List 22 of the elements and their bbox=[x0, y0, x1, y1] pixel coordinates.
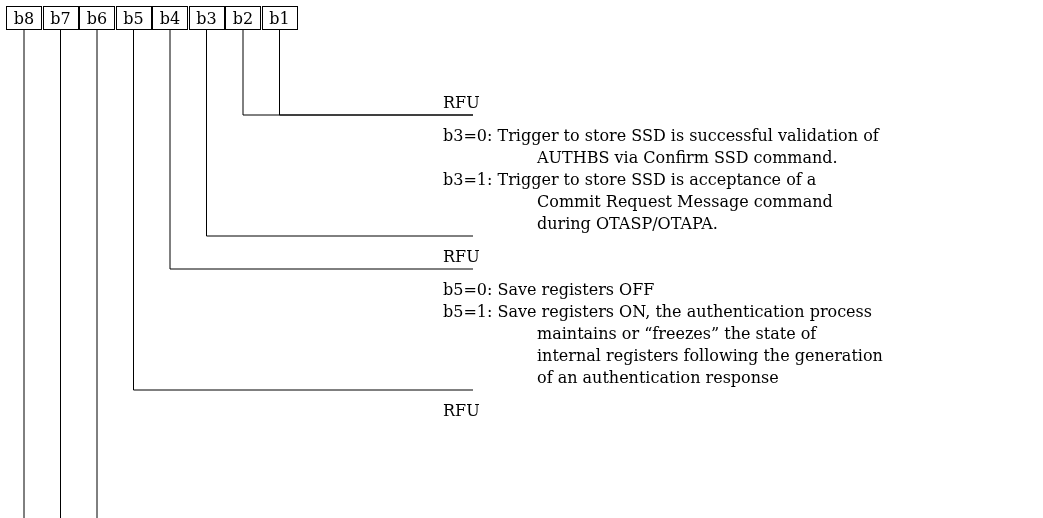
bit-cell: b2 bbox=[225, 6, 261, 30]
bit-description: RFU bbox=[443, 92, 883, 114]
leader-line bbox=[279, 29, 474, 116]
bit-cell: b3 bbox=[188, 6, 225, 30]
leader-line bbox=[169, 29, 474, 270]
bit-cell: b4 bbox=[152, 6, 188, 30]
leader-line bbox=[96, 29, 98, 518]
leader-line bbox=[206, 29, 474, 237]
bit-cell: b5 bbox=[115, 6, 152, 30]
bit-description: b3=0: Trigger to store SSD is successful validation of AUTHBS via Confirm SSD command. bbox=[443, 125, 881, 169]
bit-description: b3=1: Trigger to store SSD is acceptance of a Commit Request Message command during OTASP/OTAPA. bbox=[443, 169, 834, 235]
bit-description: RFU bbox=[443, 246, 883, 268]
bit-cell: b8 bbox=[6, 6, 42, 30]
bit-cell: b1 bbox=[261, 6, 298, 30]
bit-description: b5=1: Save registers ON, the authentication process maintains or “freezes” the state of internal registers following the generation of an authentication response bbox=[443, 301, 883, 389]
bit-description: RFU bbox=[443, 400, 883, 422]
bit-cell: b7 bbox=[42, 6, 79, 30]
bit-description: b5=0: Save registers OFF bbox=[443, 279, 656, 301]
leader-line bbox=[133, 29, 474, 391]
leader-line bbox=[23, 29, 25, 518]
leader-line bbox=[60, 29, 61, 518]
bit-cell: b6 bbox=[79, 6, 115, 30]
